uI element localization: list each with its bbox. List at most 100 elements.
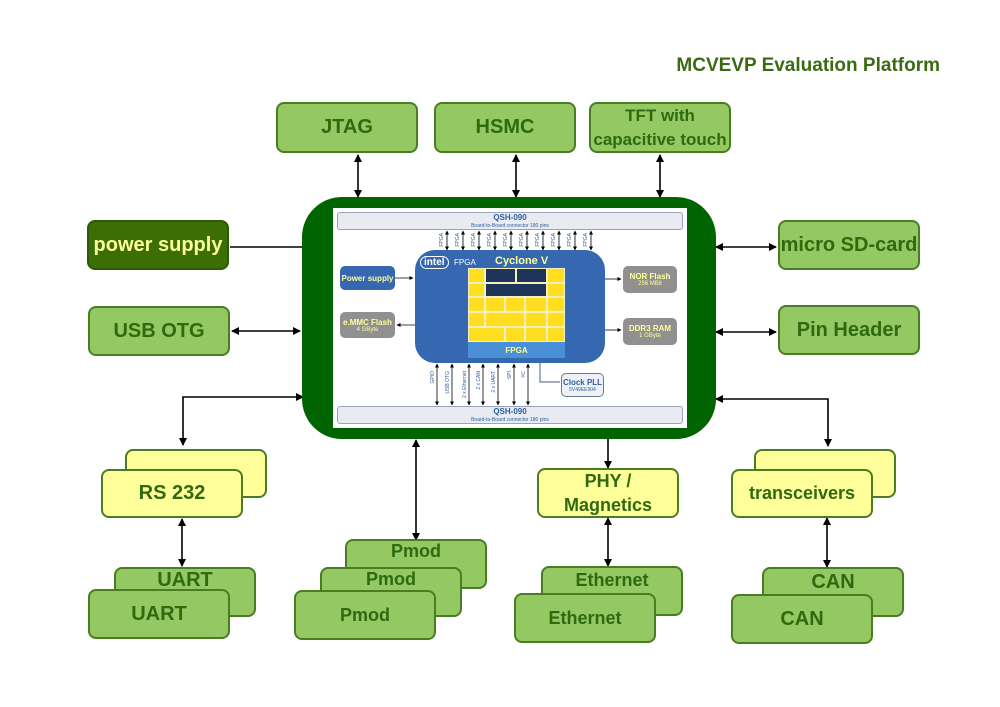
clock-part: 5V49EE904 [569, 386, 596, 393]
ethernet-label: Ethernet [548, 607, 622, 628]
uart-label-back: UART [157, 569, 213, 591]
fpga-fabric: FPGA [468, 342, 565, 358]
pmod-box: Pmod [294, 590, 436, 640]
transceivers-label: transceivers [748, 483, 856, 503]
ddr3-name: DDR3 RAM [628, 324, 672, 333]
top-connector-name: QSH-090 [493, 213, 527, 222]
hps-block [468, 283, 485, 297]
top-connector-desc: Board-to-Board connector 180 pins [471, 223, 549, 229]
top-bus-label: FPGA [455, 233, 461, 247]
hps-block [485, 297, 505, 312]
nor-flash: NOR Flash 256 MBit [623, 266, 677, 293]
ddr3-ram: DDR3 RAM 1 GByte [623, 318, 677, 345]
uart-label: UART [131, 602, 187, 625]
phy-label-line1: PHY / [584, 471, 632, 491]
nor-size: 256 MBit [638, 281, 662, 287]
bottom-connector-name: QSH-090 [493, 407, 527, 416]
micro-sd-box: micro SD-card [778, 220, 920, 270]
bottom-bus-label: GPIO [430, 371, 436, 384]
ethernet-label-back: Ethernet [575, 570, 649, 590]
hps-block [468, 327, 505, 342]
bottom-connector: QSH-090 Board-to-Board connector 180 pin… [337, 406, 683, 424]
tft-label-line2: capacitive touch [593, 129, 727, 149]
module-bus-lines [395, 230, 622, 406]
fpga-family: Cyclone V [495, 255, 549, 267]
top-bus-label: FPGA [567, 233, 573, 247]
hps-grid [468, 268, 565, 342]
hps-block [547, 297, 565, 312]
intel-logo: intel [420, 256, 449, 269]
power-supply-box: power supply [87, 220, 229, 270]
module-power-supply: Power supply [340, 266, 395, 290]
usb-otg-box: USB OTG [88, 306, 230, 356]
diagram-title: MCVEVP Evaluation Platform [676, 55, 940, 76]
phy-box: PHY / Magnetics [537, 468, 679, 518]
power-supply-label: power supply [93, 233, 223, 256]
can-link [715, 395, 832, 447]
bottom-bus-label: I²C [521, 371, 527, 378]
hps-block [485, 312, 525, 327]
hps-block [547, 312, 565, 327]
hps-block [525, 297, 547, 312]
nor-name: NOR Flash [629, 272, 671, 281]
top-bus-label: FPGA [503, 233, 509, 247]
rs232-link [179, 393, 304, 446]
emmc-name: e.MMC Flash [343, 317, 392, 327]
hps-block [516, 268, 547, 283]
emmc-size: 4 GByte [356, 326, 379, 333]
jtag-label: JTAG [321, 116, 373, 138]
can-label: CAN [780, 607, 824, 630]
bottom-bus-label: 2 x CAN [476, 371, 482, 390]
bottom-connector-desc: Board-to-Board connector 180 pins [471, 417, 549, 423]
tft-box: TFT with capacitive touch [589, 102, 731, 153]
jtag-box: JTAG [276, 102, 418, 153]
module-power-supply-label: Power supply [341, 273, 394, 283]
bottom-bus-label: USB OTG [445, 371, 451, 394]
hsmc-box: HSMC [434, 102, 576, 153]
transceivers-box: transceivers [731, 469, 873, 518]
can-label-back: CAN [811, 571, 855, 593]
pmod-label: Pmod [339, 604, 390, 625]
hps-block [547, 268, 565, 283]
ddr3-size: 1 GByte [639, 333, 661, 339]
top-connector: QSH-090 Board-to-Board connector 180 pin… [337, 212, 683, 230]
micro-sd-label: micro SD-card [780, 233, 918, 256]
rs232-label: RS 232 [138, 482, 206, 504]
rs232-box: RS 232 [101, 469, 243, 518]
hps-block [468, 297, 485, 312]
pin-header-label: Pin Header [796, 318, 902, 341]
emmc-flash: e.MMC Flash 4 GByte [340, 312, 395, 338]
top-bus-label: FPGA [535, 233, 541, 247]
bottom-bus-label: 2 x UART [491, 371, 497, 393]
hps-block [547, 327, 565, 342]
hps-block [468, 312, 485, 327]
top-bus-label: FPGA [471, 233, 477, 247]
clock-name: Clock PLL [562, 377, 603, 387]
fpga-chip: intel FPGA Cyclone V FPGA [415, 250, 605, 363]
hps-block [505, 297, 525, 312]
usb-otg-label: USB OTG [113, 319, 205, 342]
hps-block [485, 268, 516, 283]
phy-label-line2: Magnetics [563, 495, 653, 515]
bottom-bus-label: 2 x Ethernet [462, 371, 468, 398]
hps-block [468, 268, 485, 283]
ethernet-box: Ethernet [514, 593, 656, 643]
can-box: CAN [731, 594, 873, 644]
hps-block [547, 283, 565, 297]
top-bus-label: FPGA [487, 233, 493, 247]
fpga-fabric-label: FPGA [505, 345, 528, 355]
uart-box: UART [88, 589, 230, 639]
hps-block [485, 283, 547, 297]
top-bus-label: FPGA [519, 233, 525, 247]
clock-pll: Clock PLL 5V49EE904 [561, 373, 604, 397]
hps-block [505, 327, 525, 342]
bottom-bus-label: SPI [507, 371, 513, 380]
intel-fpga-sub: FPGA [454, 258, 476, 267]
top-bus-label: FPGA [439, 233, 445, 247]
top-bus-label: FPGA [551, 233, 557, 247]
pmod-label-back: Pmod [390, 541, 441, 561]
hps-block [525, 327, 547, 342]
tft-label-line1: TFT with [625, 105, 695, 125]
pmod-label-mid: Pmod [365, 569, 416, 589]
